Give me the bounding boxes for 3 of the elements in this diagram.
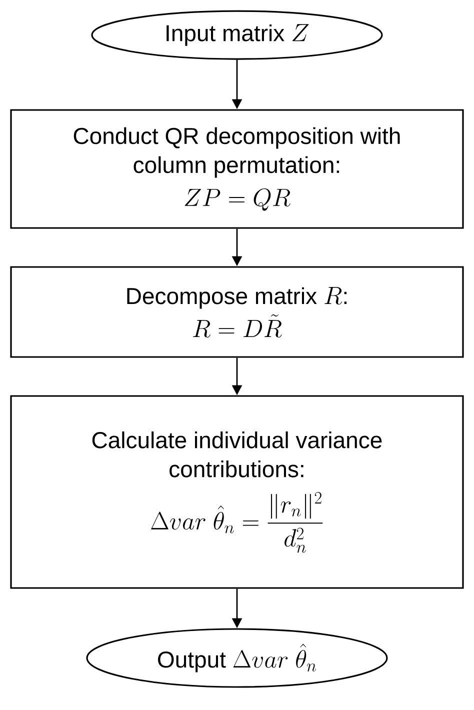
process-box: Calculate individual variance contributions: $\Delta var\ \hat{\theta}_n = \frac{\|r_n\|^2}{d_n^2}$	[10, 395, 464, 589]
process-box: Conduct QR decomposition with column permutation: $ZP = QR$	[10, 109, 464, 229]
process-box: Decompose matrix $R$: $R = D\tilde{R}$	[10, 266, 464, 358]
